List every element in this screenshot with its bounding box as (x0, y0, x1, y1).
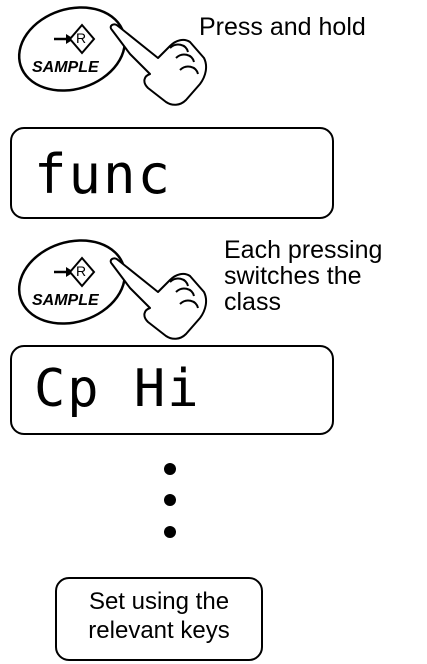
continuation-dot (164, 526, 176, 538)
sample-key-2[interactable]: R SAMPLE (14, 236, 132, 328)
display-panel-1: func (10, 127, 334, 219)
display-readout-1: func (34, 143, 173, 206)
key-label: SAMPLE (32, 292, 99, 309)
sample-key-outline (17, 239, 127, 325)
step1-caption: Press and hold (199, 13, 366, 41)
note-box: Set using the relevant keys (55, 577, 263, 661)
continuation-dot (164, 463, 176, 475)
step2-caption-line-3: class (224, 288, 281, 316)
note-line-1: Set using the (88, 588, 230, 615)
pressing-hand-icon (109, 257, 208, 340)
note-line-2: relevant keys (88, 617, 230, 644)
step2-caption-line-1: Each pressing (224, 236, 383, 264)
continuation-dot (164, 494, 176, 506)
display-readout-2: Cp Hi (34, 359, 201, 419)
key-symbol: R (76, 263, 87, 279)
step2-caption-line-2: switches the (224, 262, 362, 290)
key-label: SAMPLE (32, 59, 99, 76)
display-panel-2: Cp Hi (10, 345, 334, 435)
pressing-hand-icon (109, 23, 208, 106)
key-symbol: R (76, 30, 87, 46)
